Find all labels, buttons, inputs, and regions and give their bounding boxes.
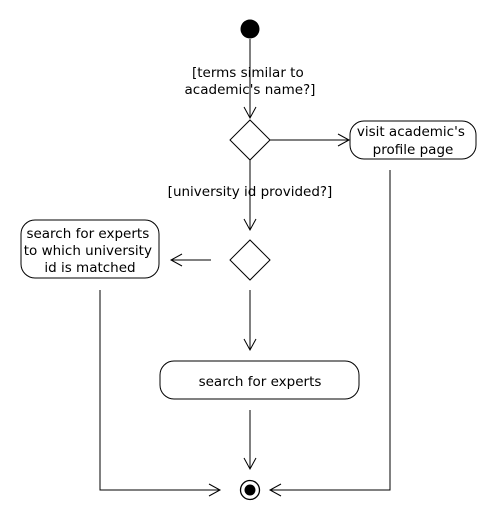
guard-university-id: [university id provided?]: [168, 184, 333, 200]
action-search-experts: [159, 360, 360, 400]
flow-visit-profile-to-final: [270, 170, 391, 491]
arrowhead-final-right: [268, 483, 282, 497]
guard-terms-similar-line-1: [terms similar to: [192, 65, 304, 81]
decision-node-terms-similar: [229, 119, 271, 161]
action-visit-profile-line-2: profile page: [373, 142, 454, 158]
arrowhead-decision-1: [243, 106, 257, 120]
arrowhead-final-top: [243, 457, 257, 471]
guard-university-id-line-1: [university id provided?]: [168, 184, 333, 200]
action-search-matched-line-1: search for experts: [26, 226, 149, 242]
arrowhead-visit-profile: [337, 133, 351, 147]
initial-node: [240, 19, 260, 39]
final-node-inner: [244, 484, 256, 496]
action-visit-profile-label: visit academic's profile page: [357, 124, 469, 158]
action-search-matched-label: search for experts to which university i…: [24, 226, 157, 276]
arrowhead-search-matched: [169, 253, 183, 267]
action-search-matched-line-3: id is matched: [44, 260, 135, 276]
action-visit-profile-line-1: visit academic's: [357, 124, 465, 140]
action-search-experts-label: search for experts: [199, 374, 322, 390]
action-search-matched-line-2: to which university: [24, 243, 152, 259]
guard-terms-similar-line-2: academic's name?]: [185, 82, 316, 98]
action-visit-profile: [349, 120, 477, 160]
arrowhead-search-experts: [243, 338, 257, 352]
decision-node-university-id: [229, 239, 271, 281]
action-search-matched: [20, 219, 160, 279]
flow-search-matched-to-final: [99, 290, 220, 491]
guard-terms-similar: [terms similar to academic's name?]: [185, 65, 316, 98]
action-search-experts-line-1: search for experts: [199, 374, 322, 390]
arrowhead-final-left: [208, 483, 222, 497]
arrowhead-decision-2: [243, 218, 257, 232]
